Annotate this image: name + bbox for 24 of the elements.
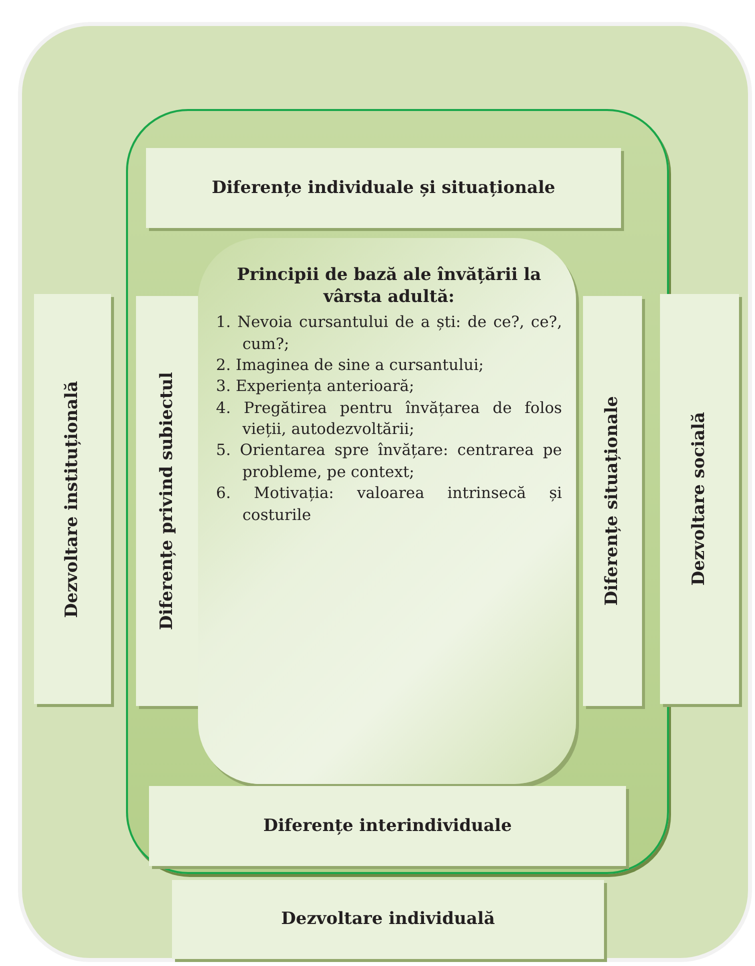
panel-heading: Principii de bază ale învățării la vârsta adultă:	[236, 264, 542, 308]
box-label: Diferențe interindividuale	[263, 814, 512, 838]
label-box	[172, 880, 604, 959]
label-box	[583, 296, 642, 706]
box-label: Diferențe privind subiectul	[156, 372, 178, 630]
label-box	[34, 294, 111, 704]
box-label: Diferențe individuale și situaționale	[212, 176, 556, 200]
list-item: 4. Pregătirea pentru învățarea de folos vieții, autodezvoltării;	[216, 398, 562, 440]
label-box	[149, 786, 626, 866]
label-box	[136, 296, 198, 706]
box-label: Dezvoltare instituțională	[61, 380, 84, 618]
list-item: 1. Nevoia cursantului de a ști: de ce?, ce?, cum?;	[216, 312, 562, 355]
outer-rounded-panel	[18, 22, 752, 962]
box-label: Dezvoltare individuală	[281, 908, 495, 931]
box-label: Diferențe situaționale	[601, 396, 624, 606]
label-box	[660, 294, 739, 704]
list-item: 6. Motivația: valoarea intrinsecă și costurile	[216, 483, 562, 526]
label-box	[146, 148, 621, 228]
list-item: 2. Imaginea de sine a cursantului;	[216, 354, 485, 376]
principles-panel	[198, 238, 576, 784]
list-item: 5. Orientarea spre învățare: centrarea pe probleme, pe context;	[216, 440, 562, 483]
list-item: 3. Experiența anterioară;	[216, 376, 416, 398]
inner-rounded-panel	[126, 109, 669, 874]
box-label: Dezvoltare socială	[688, 412, 710, 586]
